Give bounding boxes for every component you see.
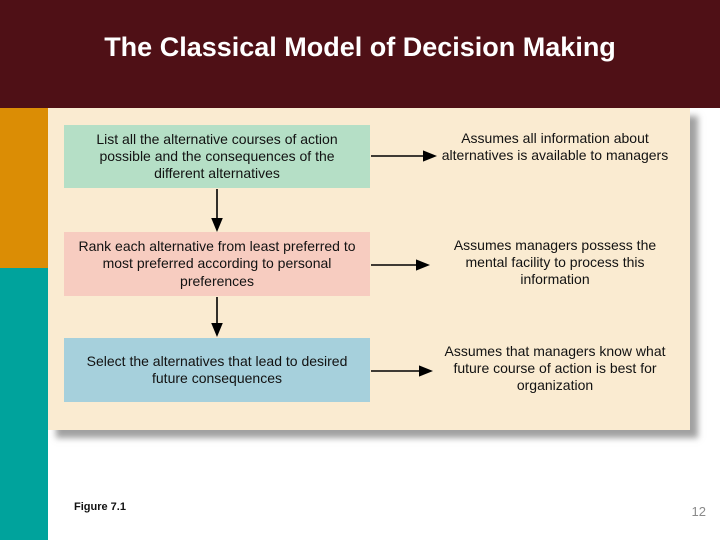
figure-label: Figure 7.1 — [74, 501, 126, 513]
page-number: 12 — [691, 504, 706, 519]
slide-title: The Classical Model of Decision Making — [104, 31, 616, 62]
arrow-right-step1 — [371, 150, 437, 162]
left-accent-bar-teal — [0, 268, 48, 540]
arrow-down-step2-step3 — [211, 297, 223, 337]
left-accent-bar-orange — [0, 108, 48, 268]
arrow-right-step3 — [371, 365, 433, 377]
assumption-1-text: Assumes all information about alternativ… — [441, 130, 669, 164]
step-1-text: List all the alternative courses of acti… — [96, 130, 338, 182]
assumption-2-text: Assumes managers possess the mental faci… — [453, 237, 657, 288]
step-2-box: Rank each alternative from least preferr… — [64, 232, 370, 296]
assumption-3-text: Assumes that managers know what future c… — [444, 343, 666, 394]
slide-header: The Classical Model of Decision Making — [0, 0, 720, 108]
arrow-right-step2 — [371, 259, 430, 271]
step-2-text: Rank each alternative from least preferr… — [78, 238, 356, 289]
step-3-box: Select the alternatives that lead to des… — [64, 338, 370, 402]
step-1-box: List all the alternative courses of acti… — [64, 125, 370, 188]
step-3-text: Select the alternatives that lead to des… — [86, 352, 348, 386]
arrow-down-step1-step2 — [211, 189, 223, 232]
figure-panel: List all the alternative courses of acti… — [48, 108, 690, 430]
